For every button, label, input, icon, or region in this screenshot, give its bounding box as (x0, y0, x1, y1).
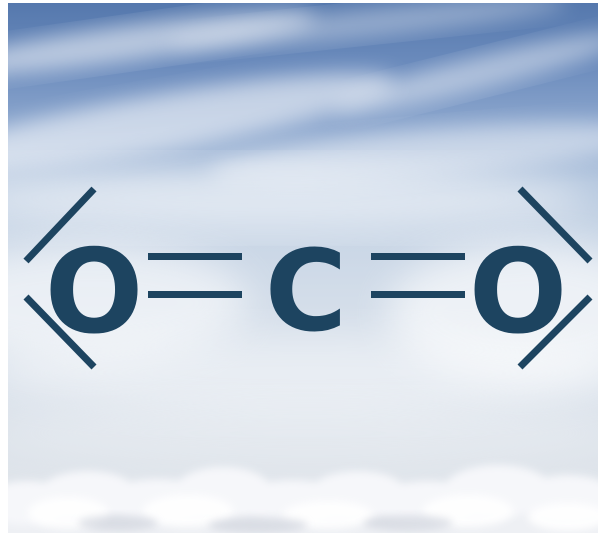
right-oxygen-lone-pair-upper (517, 186, 593, 264)
lewis-structure: O C O (23, 186, 593, 370)
cirrus-clouds (8, 3, 598, 463)
carbon-atom: C (265, 227, 347, 357)
sky-background: O C O (8, 3, 598, 533)
right-double-bond (371, 253, 465, 298)
left-oxygen-atom: O (45, 225, 144, 360)
right-oxygen-atom: O (469, 225, 568, 360)
right-oxygen-lone-pair-lower (517, 294, 593, 370)
left-double-bond (148, 253, 242, 298)
left-oxygen-lone-pair-upper (23, 186, 97, 264)
cumulus-clouds (8, 465, 598, 533)
left-oxygen-lone-pair-lower (23, 294, 97, 370)
co2-lewis-structure: O C O (8, 3, 598, 533)
